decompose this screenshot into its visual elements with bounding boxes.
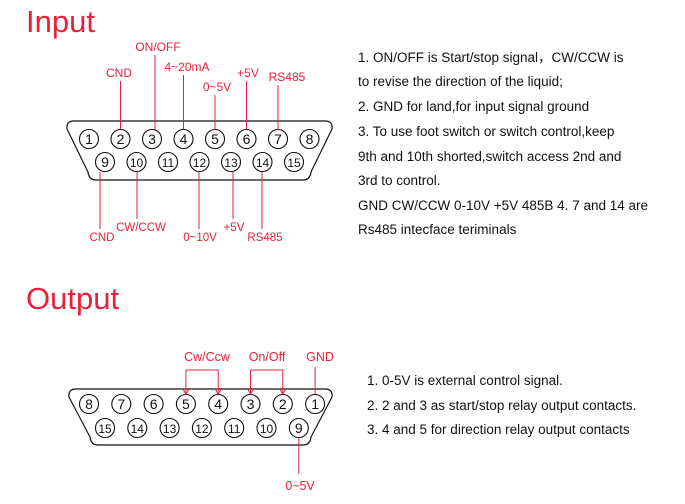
input-pin-label-4: 4 [180,131,188,147]
input-pin-label-9: 9 [101,154,109,170]
input-pin-12 [189,151,210,173]
output-pin-label-6: 6 [150,396,158,412]
output-pin-label-7: 7 [117,396,125,412]
input-desc-line-1: 1. ON/OFF is Start/stop signal，CW/CCW is [358,50,624,65]
input-bottom-label-2: CW/CCW [116,222,166,234]
input-pin-label-7: 7 [274,131,282,147]
output-pin-6 [143,393,164,415]
output-bottom-label-1: 0~5V [285,479,315,493]
input-desc-line-8: Rs485 intecface teriminals [358,222,517,237]
input-pin-13 [220,151,242,173]
output-top-label-1: Cw/Ccw [184,350,231,364]
output-shell [68,388,333,446]
output-pin-label-14: 14 [131,422,145,436]
input-pin-label-14: 14 [256,156,270,170]
output-pin-12 [191,417,212,439]
input-pin-label-5: 5 [211,131,219,147]
input-pin-10 [126,151,147,173]
input-desc-line-3: 2. GND for land,for input signal ground [358,99,590,114]
input-top-label-1: CND [106,66,132,80]
output-pin-label-9: 9 [295,420,303,436]
input-pin-label-10: 10 [130,156,144,170]
output-top-arrow-1a [182,388,190,395]
input-pin-14 [252,151,273,173]
output-pin-14 [127,417,148,439]
output-pin-label-5: 5 [182,396,190,412]
output-pin-label-10: 10 [260,422,274,436]
input-pin-label-8: 8 [306,131,314,147]
output-pin-label-3: 3 [247,396,255,412]
input-top-label-6: RS485 [269,70,306,84]
output-top-arrow-2b [279,388,287,395]
output-desc-line-2: 2. 2 and 3 as start/stop relay output co… [367,398,637,413]
input-pin-8 [299,128,320,150]
input-pin-label-1: 1 [85,131,93,147]
output-pin-label-4: 4 [214,396,222,412]
input-top-label-5: +5V [237,66,259,80]
input-top-label-4: 0~5V [203,80,231,94]
input-desc-line-7: GND CW/CCW 0-10V +5V 485B 4. 7 and 14 ar… [358,198,649,213]
output-pin-7 [111,393,132,415]
input-desc-line-4: 3. To use foot switch or switch control,… [358,124,615,139]
output-pin-9 [288,417,309,439]
input-pin-15 [283,151,305,173]
input-pin-label-2: 2 [117,131,125,147]
input-top-label-2: ON/OFF [135,40,180,54]
input-pin-label-15: 15 [287,156,301,170]
output-title: Output [26,281,120,316]
input-pin-label-11: 11 [162,156,175,170]
input-pin-label-3: 3 [148,131,156,147]
input-bottom-label-4: +5V [224,222,245,234]
output-top-label-3: GND [306,350,334,364]
input-bottom-label-1: CND [90,232,115,244]
input-desc-line-6: 3rd to control. [358,173,441,188]
output-pin-8 [78,393,100,415]
output-pin-label-15: 15 [98,422,112,436]
input-top-label-3: 4~20mA [164,60,209,74]
input-pin-11 [157,151,179,173]
output-pin-label-11: 11 [228,422,241,436]
output-pin-15 [94,417,116,439]
output-connector-diagram: 8 7 6 5 4 3 2 1 15 14 13 12 11 10 9 Cw/Ccw On/Off GND 0~5V [68,350,334,493]
input-pin-1 [78,128,100,150]
output-desc-line-3: 3. 4 and 5 for direction relay output co… [367,422,630,437]
input-desc-line-5: 9th and 10th shorted,switch access 2nd a… [358,149,622,164]
input-desc-line-2: to revise the direction of the liquid; [358,74,563,89]
input-pin-9 [94,151,116,173]
input-pin-label-13: 13 [224,156,238,170]
output-top-arrow-1b [214,388,222,395]
output-pin-11 [224,417,245,439]
input-bottom-label-3: 0~10V [183,232,217,244]
output-pin-13 [159,417,180,439]
input-pin-label-6: 6 [243,131,251,147]
input-bottom-label-5: RS485 [247,232,282,244]
input-shell [66,120,333,181]
output-desc-line-1: 1. 0-5V is external control signal. [367,373,563,388]
input-pin-label-12: 12 [193,156,207,170]
output-pin-label-2: 2 [279,396,287,412]
output-pin-label-13: 13 [163,422,177,436]
output-pin-label-8: 8 [85,396,93,412]
input-title: Input [26,4,95,39]
output-pin-1 [305,393,326,415]
output-pin-label-12: 12 [195,422,209,436]
output-pin-label-1: 1 [311,396,319,412]
output-top-arrow-2a [247,388,254,395]
output-top-label-2: On/Off [249,350,286,364]
output-pin-10 [256,417,277,439]
input-pin-3 [141,128,163,150]
